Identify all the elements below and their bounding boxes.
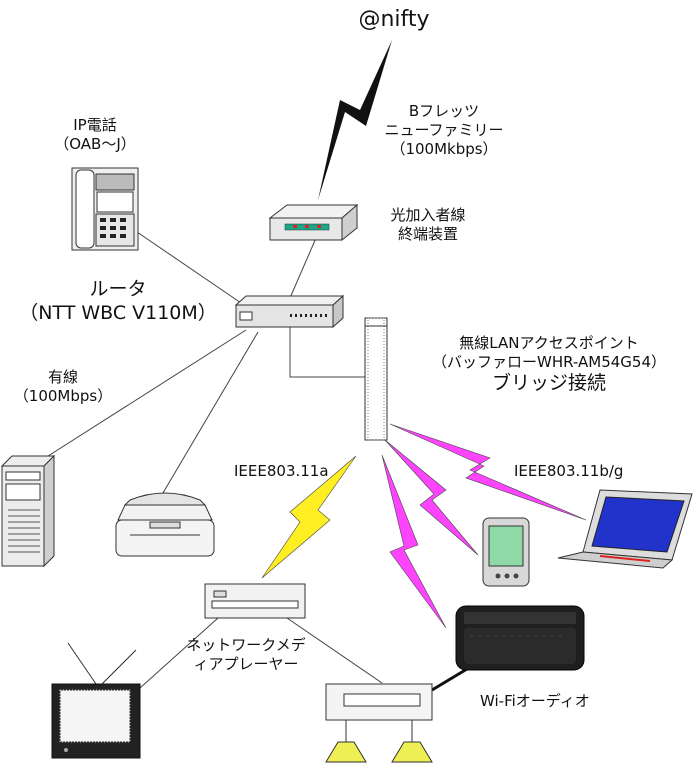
bg-bolt-laptop-icon <box>389 423 587 521</box>
line-router-onu <box>289 237 317 299</box>
line-player-tv <box>139 617 219 689</box>
uplink-line3: （100Mkbps） <box>390 139 498 158</box>
bg-bolt-pda-icon <box>384 439 479 556</box>
line-router-printer <box>159 331 259 499</box>
wired-label: 有線 （100Mbps） <box>8 368 118 406</box>
router-line1: ルータ <box>89 278 147 300</box>
connection-lines <box>44 231 483 692</box>
uplink-line1: Bフレッツ <box>408 102 480 120</box>
tv-icon <box>51 642 141 759</box>
media-player-label: ネットワークメデ ィアプレーヤー <box>176 636 316 674</box>
access-point-line1: 無線LANアクセスポイント <box>459 334 639 352</box>
speaker-left-icon <box>325 720 367 763</box>
wired-line2: （100Mbps） <box>13 386 113 405</box>
laptop-icon <box>557 489 693 569</box>
onu-line2: 終端装置 <box>397 224 458 243</box>
speaker-right-icon <box>391 720 433 763</box>
wired-line1: 有線 <box>47 368 78 386</box>
internet-label: @nifty <box>358 7 430 32</box>
access-point-line3: ブリッジ接続 <box>491 371 606 394</box>
access-point-label: 無線LANアクセスポイント （バッファローWHR-AM54G54） ブリッジ接続 <box>402 334 696 395</box>
printer-icon <box>115 492 215 557</box>
wifi-bg-label: IEEE803.11b/g <box>514 462 624 480</box>
line-router-ap <box>289 327 365 378</box>
wifi-audio-label: Wi-Fiオーディオ <box>480 692 590 710</box>
bg-bolt-wifiaudio-icon <box>381 454 447 629</box>
router-label: ルータ （NTT WBC V110M） <box>8 278 228 326</box>
onu-device-icon <box>268 203 359 242</box>
ip-phone-line1: IP電話 <box>73 116 117 134</box>
access-point-icon <box>364 317 388 441</box>
wifi-bg-lightning <box>381 423 587 629</box>
media-player-line2: ィアプレーヤー <box>193 654 299 673</box>
router-line2: （NTT WBC V110M） <box>19 301 217 324</box>
line-phone-router <box>136 231 245 306</box>
access-point-line2: （バッファローWHR-AM54G54） <box>431 352 666 371</box>
line-player-amp <box>286 617 383 684</box>
onu-line1: 光加入者線 <box>390 206 466 224</box>
ip-phone-icon <box>71 167 139 251</box>
pda-icon <box>482 517 530 587</box>
uplink-line2: ニューファミリー <box>384 120 504 139</box>
media-player-icon <box>204 583 306 619</box>
wifi-a-lightning-icon <box>261 455 357 579</box>
server-icon <box>0 454 56 568</box>
router-icon <box>234 294 345 329</box>
media-player-line1: ネットワークメデ <box>186 636 306 654</box>
uplink-label: Bフレッツ ニューファミリー （100Mkbps） <box>364 102 524 158</box>
amplifier-icon <box>325 683 433 721</box>
onu-label: 光加入者線 終端装置 <box>368 206 488 244</box>
ip-phone-line2: （OAB～J） <box>54 134 136 153</box>
line-router-server <box>44 329 247 459</box>
wifi-a-label: IEEE803.11a <box>234 462 329 480</box>
wifi-audio-icon <box>455 605 585 671</box>
ip-phone-label: IP電話 （OAB～J） <box>40 116 150 154</box>
